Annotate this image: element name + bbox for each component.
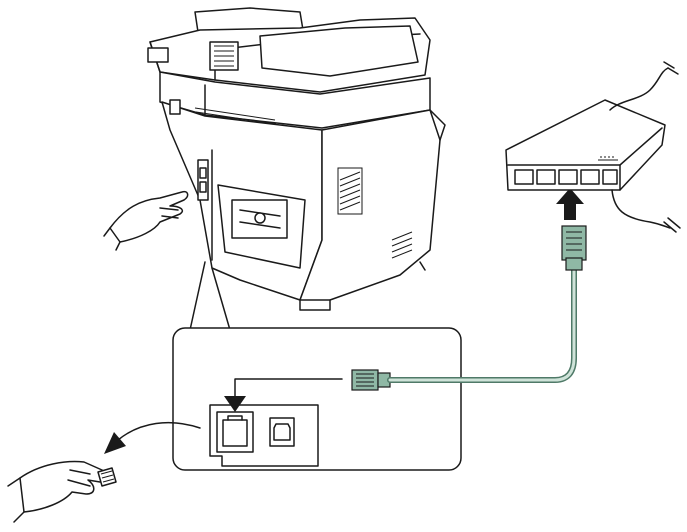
network-port (217, 412, 253, 452)
network-hub (506, 62, 680, 232)
hand-holding-cap-icon (8, 462, 116, 522)
leader-line-right (212, 268, 230, 330)
hand-pointing-icon (104, 192, 188, 250)
arrow-into-hub-icon (556, 188, 584, 220)
usb-port (270, 418, 294, 446)
leader-line-left (190, 262, 205, 330)
lan-cable-plug (352, 370, 390, 390)
hub-cable-plug (562, 226, 586, 270)
detail-inset (173, 328, 461, 470)
printer (148, 8, 445, 310)
